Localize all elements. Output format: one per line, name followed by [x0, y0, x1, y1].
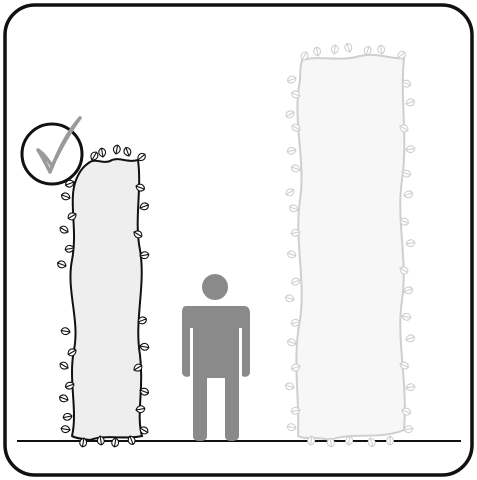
short-hedge-body [70, 159, 142, 440]
leaf-icon [387, 436, 394, 445]
tall-hedge-body [296, 55, 404, 440]
tall-hedge-option[interactable] [284, 42, 415, 447]
check-badge-circle [22, 124, 82, 184]
person-head [202, 274, 228, 300]
